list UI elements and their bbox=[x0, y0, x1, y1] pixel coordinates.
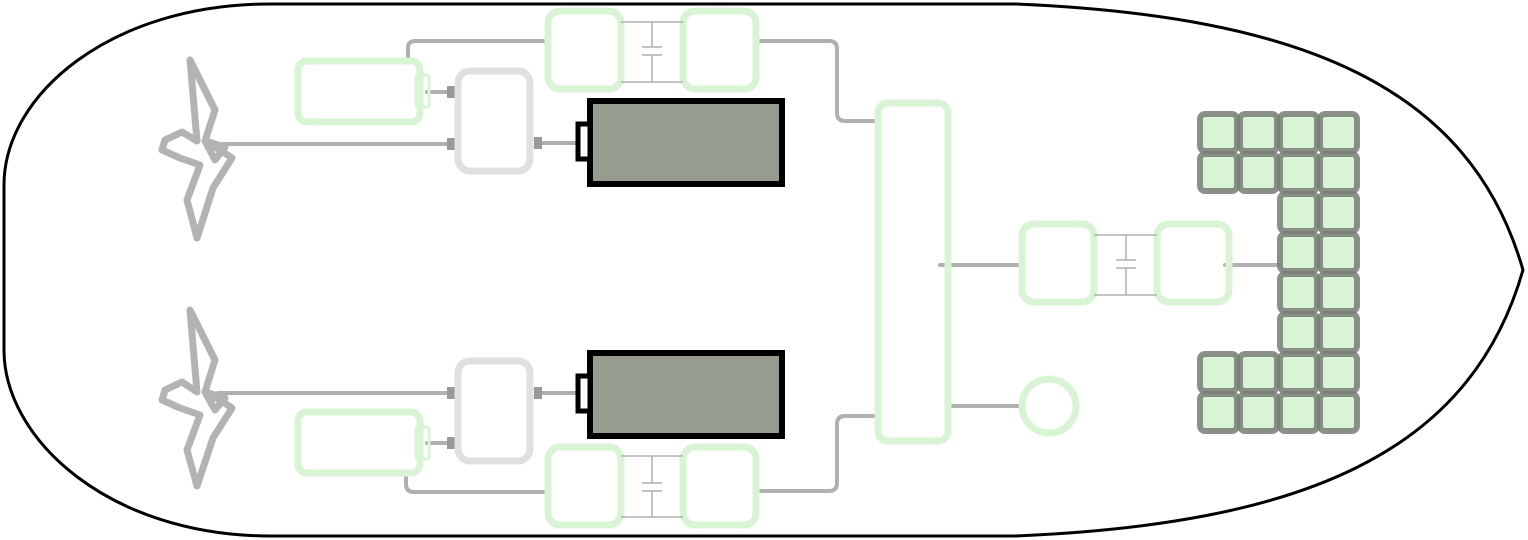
bottom-dcdc-right bbox=[679, 443, 760, 529]
bottom-drive-unit bbox=[158, 306, 785, 529]
capacitor-icon bbox=[1094, 234, 1157, 296]
wire-bottom-dcdc-to-bus bbox=[758, 414, 880, 493]
propeller-icon bbox=[158, 306, 236, 490]
solar-cell-icon bbox=[1317, 231, 1360, 274]
wiring bbox=[216, 39, 1284, 494]
battery-icon bbox=[587, 350, 785, 439]
top-dcdc-left bbox=[544, 7, 625, 93]
wire-top-generator-to-dcdc bbox=[406, 39, 550, 64]
wire-bottom-generator-to-dcdc bbox=[404, 472, 550, 494]
solar-cell-icon bbox=[1317, 351, 1360, 394]
solar-cell-icon bbox=[1237, 151, 1280, 194]
capacitor-icon bbox=[621, 455, 683, 518]
solar-dcdc bbox=[1018, 220, 1233, 306]
solar-cell-icon bbox=[1197, 151, 1240, 194]
solar-cell-icon bbox=[1317, 191, 1360, 234]
solar-cell-icon bbox=[1237, 391, 1280, 434]
bottom-propeller bbox=[158, 306, 236, 490]
solar-cell-icon bbox=[1317, 311, 1360, 354]
solar-cell-icon bbox=[1277, 351, 1320, 394]
solar-cell-icon bbox=[1277, 151, 1320, 194]
capacitor-icon bbox=[621, 21, 683, 83]
solar-cell-icon bbox=[1237, 351, 1280, 394]
solar-cell-icon bbox=[1277, 271, 1320, 314]
top-drive-unit bbox=[158, 7, 785, 242]
battery-terminal bbox=[575, 121, 593, 162]
solar-cell-icon bbox=[1317, 151, 1360, 194]
top-battery bbox=[575, 98, 785, 187]
solar-dcdc-right bbox=[1153, 220, 1233, 306]
top-generator-connector bbox=[414, 73, 431, 109]
top-dcdc-right bbox=[679, 7, 760, 93]
solar-cell-icon bbox=[1317, 271, 1360, 314]
solar-cell-icon bbox=[1277, 111, 1320, 154]
solar-cell-icon bbox=[1277, 231, 1320, 274]
wire-top-dcdc-to-bus bbox=[756, 39, 880, 123]
solar-dcdc-left bbox=[1018, 220, 1098, 306]
top-motor-controller bbox=[454, 67, 534, 175]
solar-cell-icon bbox=[1277, 391, 1320, 434]
bottom-generator-connector bbox=[414, 425, 431, 461]
solar-cell-icon bbox=[1277, 191, 1320, 234]
connector-stubs bbox=[447, 86, 542, 449]
battery-icon bbox=[587, 98, 785, 187]
solar-cell-icon bbox=[1197, 111, 1240, 154]
solar-cell-icon bbox=[1277, 311, 1320, 354]
solar-cell-icon bbox=[1197, 351, 1240, 394]
dc-bus bbox=[874, 99, 952, 445]
top-generator-box bbox=[294, 57, 424, 126]
top-propeller bbox=[158, 56, 236, 242]
battery-terminal bbox=[575, 373, 593, 414]
solar-array bbox=[1197, 111, 1360, 434]
bottom-generator-box bbox=[294, 408, 424, 477]
bottom-motor-controller bbox=[454, 357, 534, 465]
bottom-battery bbox=[575, 350, 785, 439]
circle-load-icon bbox=[1018, 375, 1080, 437]
solar-cell-icon bbox=[1197, 391, 1240, 434]
propeller-icon bbox=[158, 56, 236, 242]
bottom-dcdc-left bbox=[544, 443, 625, 529]
solar-cell-icon bbox=[1317, 391, 1360, 434]
solar-cell-icon bbox=[1317, 111, 1360, 154]
solar-cell-icon bbox=[1237, 111, 1280, 154]
